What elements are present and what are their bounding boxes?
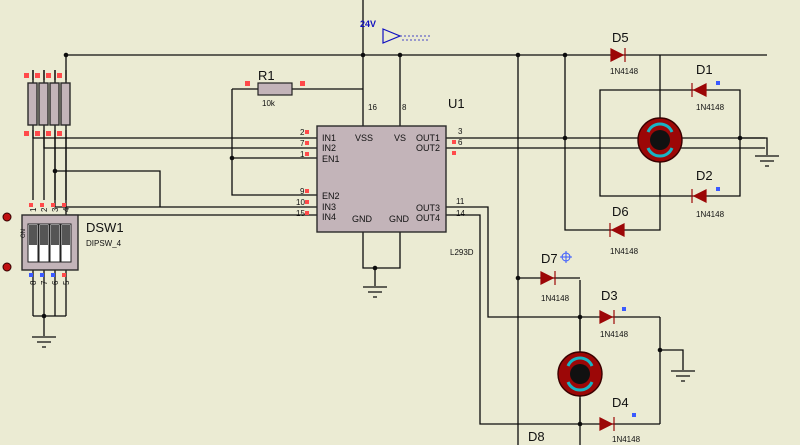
diode-d6[interactable]: D6 1N4148 xyxy=(609,204,639,256)
pin-label-in2: IN2 xyxy=(322,143,336,153)
driver-u1[interactable]: U1 L293D IN1 IN2 EN1 EN2 IN3 IN4 VSS VS … xyxy=(296,96,474,257)
dip-on-label: ON xyxy=(21,229,27,238)
ground-icon xyxy=(363,286,387,298)
diode-d5-part: 1N4148 xyxy=(610,67,639,76)
pin-label-en2: EN2 xyxy=(322,191,340,201)
dip-switch-ref: DSW1 xyxy=(86,220,124,235)
dip-top-pins: 1 2 3 4 xyxy=(29,207,71,212)
diode-d7-ref: D7 xyxy=(541,251,558,266)
diode-d2-part: 1N4148 xyxy=(696,210,725,219)
dc-motor-icon[interactable] xyxy=(557,351,603,397)
diode-d7[interactable]: D7 1N4148 xyxy=(540,251,572,303)
diode-d8-ref: D8 xyxy=(528,429,545,444)
pin-number-15: 15 xyxy=(296,209,305,218)
diode-d6-ref: D6 xyxy=(612,204,629,219)
diode-d4-part: 1N4148 xyxy=(612,435,641,444)
diode-d7-part: 1N4148 xyxy=(541,294,570,303)
resistor-r1[interactable]: R1 10k xyxy=(245,68,305,108)
pin-label-out1: OUT1 xyxy=(416,133,440,143)
pin-label-en1: EN1 xyxy=(322,154,340,164)
diode-d1-part: 1N4148 xyxy=(696,103,725,112)
diode-d3-ref: D3 xyxy=(601,288,618,303)
diode-d3[interactable]: D3 1N4148 xyxy=(599,288,629,339)
driver-part: L293D xyxy=(450,248,474,257)
ground-icon xyxy=(755,155,779,167)
dip-pin-7: 7 xyxy=(40,280,49,285)
dip-pin-5: 5 xyxy=(62,280,71,285)
pin-number-7: 7 xyxy=(300,139,305,148)
pin-number-2: 2 xyxy=(300,128,305,137)
pin-label-out4: OUT4 xyxy=(416,213,440,223)
dip-pin-6: 6 xyxy=(51,280,60,285)
diode-d1[interactable]: D1 1N4148 xyxy=(691,62,725,112)
resistor-network[interactable] xyxy=(24,73,71,136)
ground-icon xyxy=(671,370,695,382)
dip-bottom-pins: 8 7 6 5 xyxy=(29,280,71,285)
dc-motor-icon[interactable] xyxy=(637,117,683,163)
pin-label-gnd1: GND xyxy=(352,214,373,224)
driver-ref: U1 xyxy=(448,96,465,111)
diode-d6-part: 1N4148 xyxy=(610,247,639,256)
dip-pin-3: 3 xyxy=(51,207,60,212)
pin-number-1: 1 xyxy=(300,150,305,159)
resistor-value: 10k xyxy=(262,99,276,108)
supply-terminal[interactable]: 24V xyxy=(360,19,430,44)
diode-d8[interactable]: D8 xyxy=(528,429,545,444)
pin-label-out3: OUT3 xyxy=(416,203,440,213)
pin-number-6: 6 xyxy=(458,138,463,147)
resistor-ref: R1 xyxy=(258,68,275,83)
pin-label-out2: OUT2 xyxy=(416,143,440,153)
pin-label-vs: VS xyxy=(394,133,406,143)
dip-pin-4: 4 xyxy=(62,207,71,212)
diode-d3-part: 1N4148 xyxy=(600,330,629,339)
pin-number-10: 10 xyxy=(296,198,305,207)
dip-pin-8: 8 xyxy=(29,280,38,285)
pin-label-vss: VSS xyxy=(355,133,373,143)
pin-label-in3: IN3 xyxy=(322,202,336,212)
supply-label: 24V xyxy=(360,19,376,29)
diode-d4[interactable]: D4 1N4148 xyxy=(599,395,641,444)
pin-number-14: 14 xyxy=(456,209,465,218)
pin-number-8: 8 xyxy=(402,103,407,112)
pin-number-3: 3 xyxy=(458,127,463,136)
junctions xyxy=(41,52,743,427)
diode-d2[interactable]: D2 1N4148 xyxy=(691,168,725,219)
dip-pin-1: 1 xyxy=(29,207,38,212)
diode-d2-ref: D2 xyxy=(696,168,713,183)
pin-label-in4: IN4 xyxy=(322,212,336,222)
pin-label-gnd2: GND xyxy=(389,214,410,224)
dip-pin-2: 2 xyxy=(40,207,49,212)
pin-number-11: 11 xyxy=(456,197,465,206)
pin-number-16: 16 xyxy=(368,103,377,112)
diode-d4-ref: D4 xyxy=(612,395,629,410)
pin-label-in1: IN1 xyxy=(322,133,336,143)
diode-d5[interactable]: D5 1N4148 xyxy=(610,30,639,76)
dip-switch-part: DIPSW_4 xyxy=(86,239,122,248)
diode-d5-ref: D5 xyxy=(612,30,629,45)
dip-switch-dsw1[interactable]: ON DSW1 DIPSW_4 1 2 3 4 8 7 6 5 xyxy=(2,203,124,285)
diode-d1-ref: D1 xyxy=(696,62,713,77)
pin-number-9: 9 xyxy=(300,187,305,196)
ground-icon xyxy=(32,336,56,348)
